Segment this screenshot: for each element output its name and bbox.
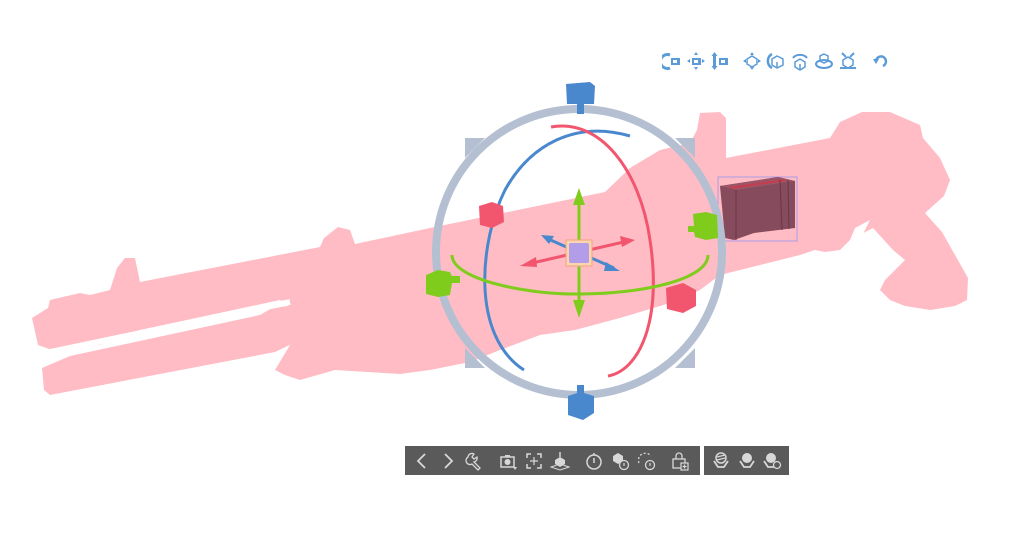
light-source-button[interactable] (708, 448, 734, 474)
next-icon (444, 452, 454, 469)
next-button[interactable] (435, 448, 461, 474)
move-object-plane-icon (840, 52, 856, 69)
rotate-object-x-icon (792, 53, 808, 71)
move-object-button[interactable] (740, 49, 764, 73)
rotate-object-icon (766, 52, 784, 70)
move-object-icon (743, 52, 761, 70)
x-scale-handle-left[interactable] (479, 202, 504, 228)
pan-camera-button[interactable] (684, 49, 708, 73)
lock-add-icon (672, 451, 689, 471)
clock-icon (586, 452, 602, 470)
object-history-button[interactable] (607, 448, 633, 474)
x-rotation-arc[interactable] (550, 124, 655, 378)
rotate-object-x-button[interactable] (788, 49, 812, 73)
z-move-arrow-front[interactable] (604, 262, 620, 271)
z-rotation-arc[interactable] (483, 129, 631, 372)
object-manipulation-toolbar (660, 49, 892, 73)
rotate-object-plane-icon (815, 53, 833, 69)
camera-icon (500, 454, 517, 470)
pan-camera-icon (687, 52, 705, 70)
selected-box-object[interactable] (717, 176, 798, 242)
y-move-arrow-down[interactable] (573, 300, 585, 318)
object-clock-icon (613, 452, 630, 470)
fit-frame-icon (526, 452, 542, 469)
wrench-icon (465, 452, 481, 471)
timeline-button[interactable] (581, 448, 607, 474)
dolly-camera-button[interactable] (708, 49, 732, 73)
prev-icon (416, 452, 426, 469)
light-toolbar (704, 446, 789, 475)
z-move-arrow-back[interactable] (541, 235, 554, 244)
ground-button[interactable] (547, 448, 573, 474)
z-scale-handle-top[interactable] (566, 82, 595, 114)
z-scale-handle-bottom[interactable] (568, 385, 594, 420)
rotation-history-button[interactable] (633, 448, 659, 474)
y-scale-handle-right[interactable] (688, 212, 718, 240)
light-button[interactable] (734, 448, 760, 474)
fit-frame-button[interactable] (521, 448, 547, 474)
lock-button[interactable] (667, 448, 693, 474)
move-plane-button[interactable] (836, 49, 860, 73)
ground-icon (550, 451, 570, 471)
transform-gizmo[interactable] (426, 82, 726, 420)
rotate-object-button[interactable] (764, 49, 788, 73)
rotate-camera-icon (662, 53, 680, 70)
rotate-camera-button[interactable] (660, 49, 684, 73)
light-settings-button[interactable] (759, 448, 785, 474)
bottom-toolbar (405, 446, 700, 475)
x-move-arrow-right[interactable] (620, 236, 635, 247)
camera-angle-button[interactable] (495, 448, 521, 474)
previous-button[interactable] (409, 448, 435, 474)
light-bulb-icon (738, 452, 755, 468)
x-move-arrow-left[interactable] (520, 257, 537, 267)
undo-icon (873, 55, 888, 68)
x-scale-handle-right[interactable] (666, 283, 696, 313)
rotate-plane-button[interactable] (812, 49, 836, 73)
y-scale-handle-left[interactable] (426, 270, 460, 297)
light-source-icon (713, 451, 729, 468)
settings-button[interactable] (461, 448, 487, 474)
rifle-model[interactable] (32, 112, 968, 395)
y-move-arrow-up[interactable] (573, 188, 585, 205)
reset-button[interactable] (868, 49, 892, 73)
rotate-clock-icon (637, 452, 656, 470)
light-settings-icon (763, 452, 782, 469)
dolly-camera-icon (711, 52, 728, 70)
